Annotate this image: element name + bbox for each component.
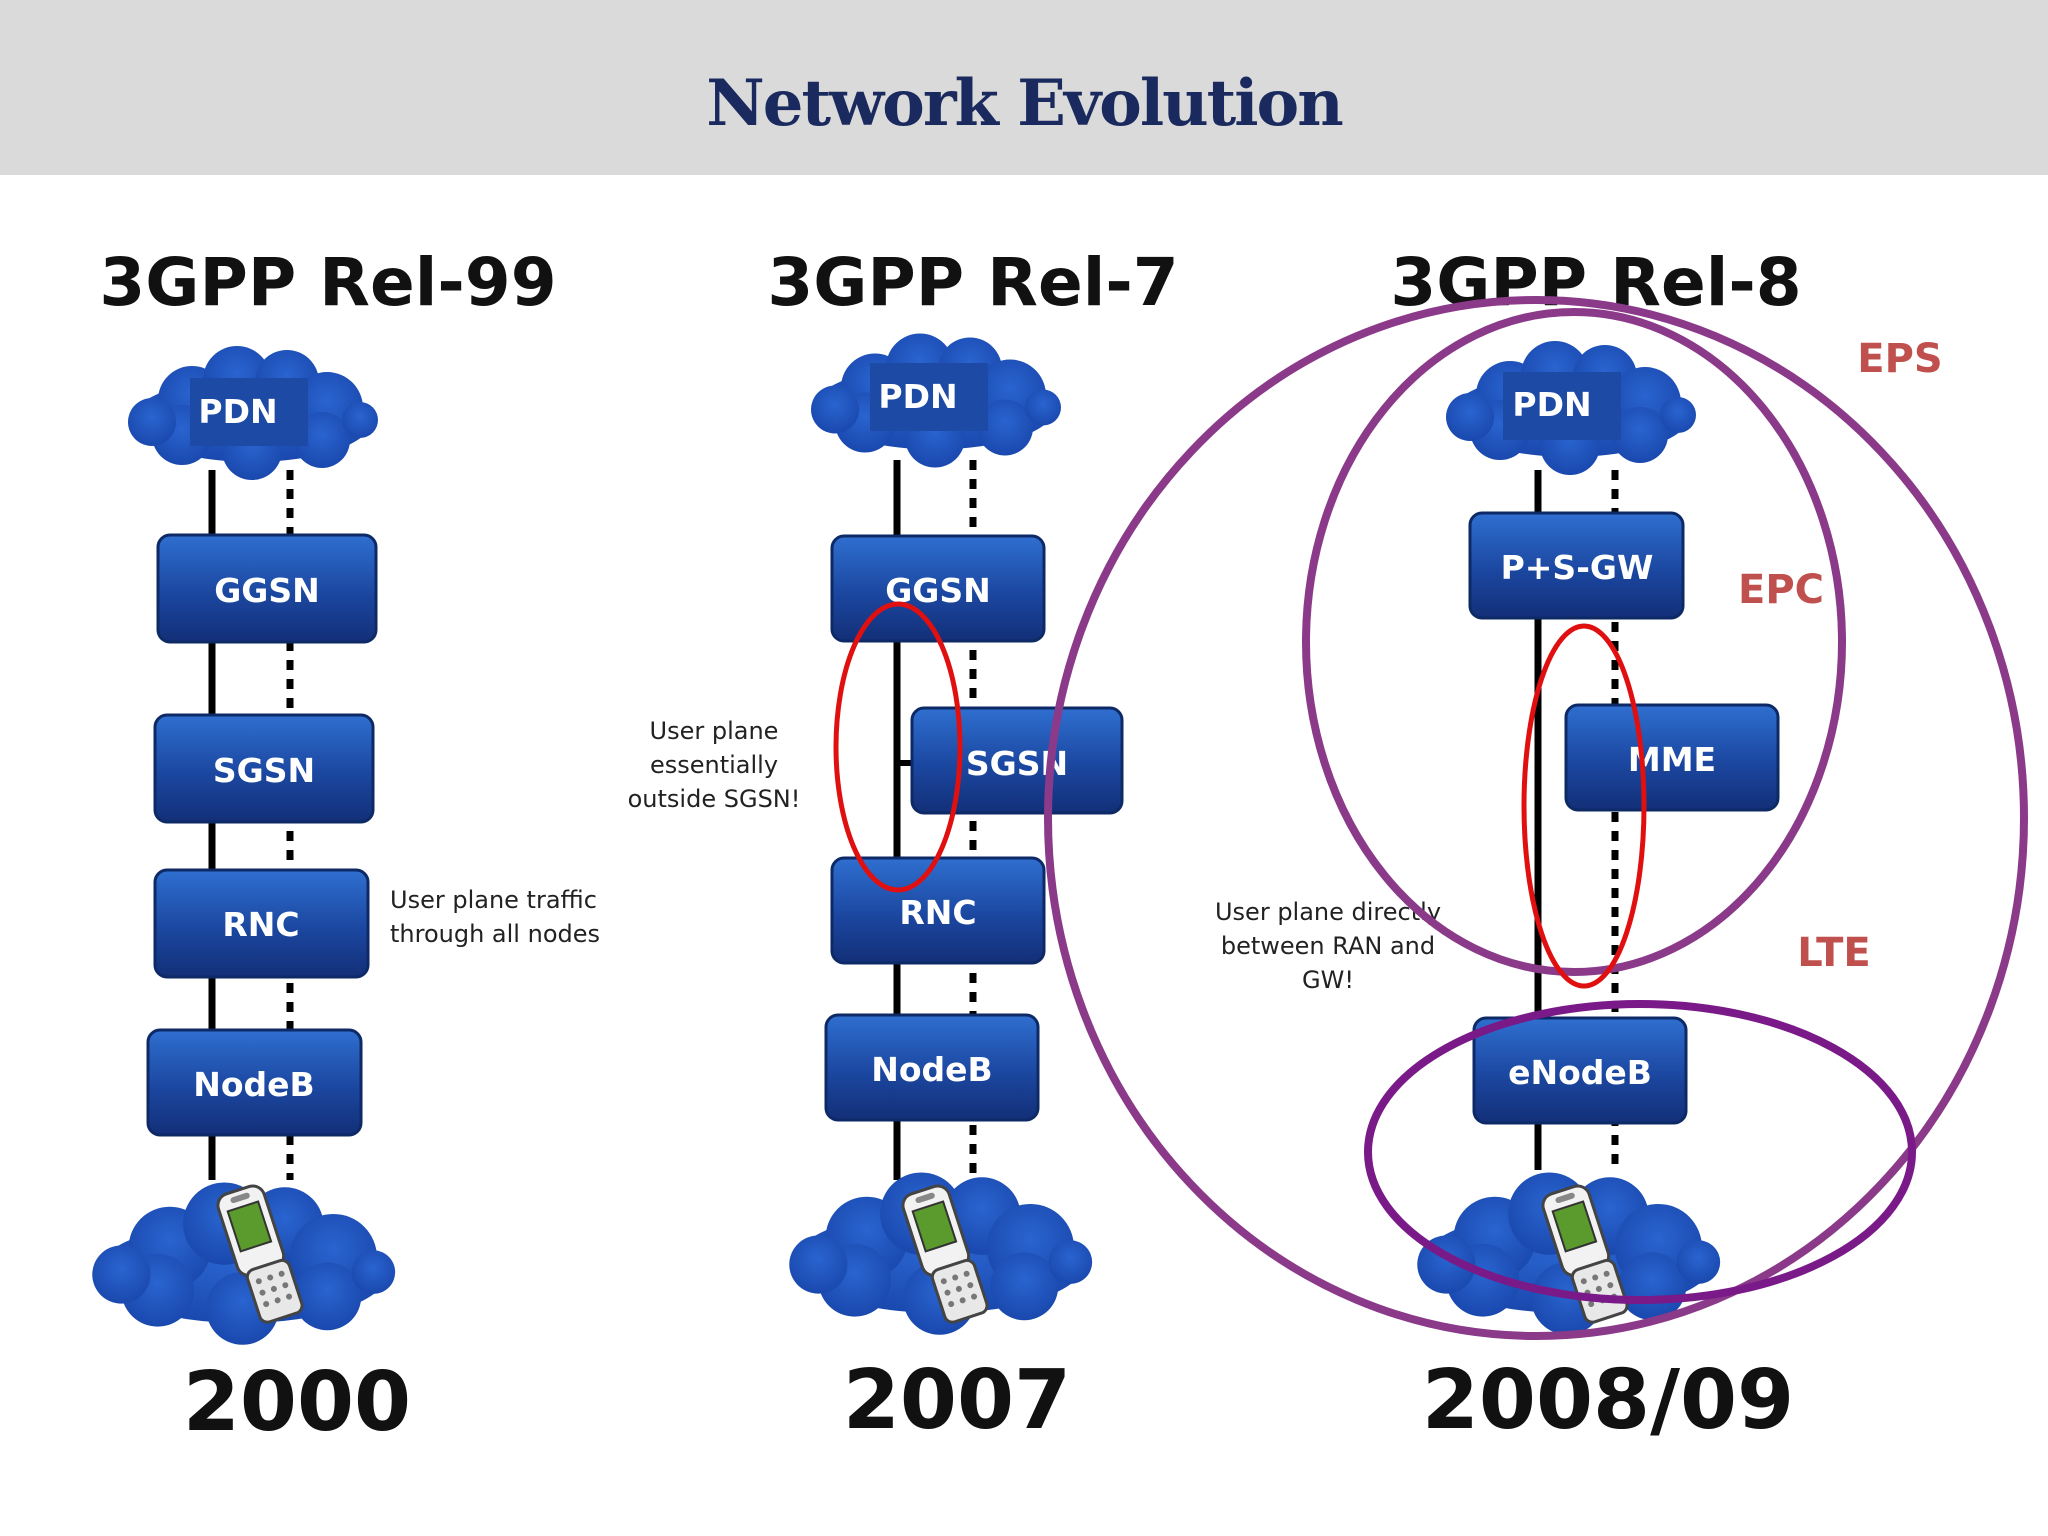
nodeb-node[interactable]: NodeB [146,1028,363,1137]
column-rel-99: 3GPP Rel-99 PDN GGSN SGSN RNC NodeB User… [92,244,600,1450]
annotation-note: User plane directly between RAN and GW! [1215,898,1441,994]
pdn-label: PDN [198,392,277,431]
year-label: 2000 [183,1355,411,1450]
rnc-node[interactable]: RNC [830,856,1046,965]
psgw-node[interactable]: P+S-GW [1468,511,1685,620]
note-line-3: outside SGSN! [628,785,801,813]
nodeb-label: NodeB [871,1050,992,1089]
annotation-note: User plane essentially outside SGSN! [628,717,801,813]
ggsn-node[interactable]: GGSN [156,533,378,644]
title-bar [0,0,2048,175]
note-line-1: User plane directly [1215,898,1441,926]
note-line-2: between RAN and [1221,932,1435,960]
user-plane-highlight [833,601,963,893]
sgsn-node[interactable]: SGSN [910,706,1124,815]
rnc-node[interactable]: RNC [153,868,370,979]
epc-scope-outline [1302,308,1846,976]
rnc-label: RNC [899,893,976,932]
year-label: 2007 [843,1353,1071,1448]
rnc-label: RNC [222,905,299,944]
sgsn-label: SGSN [213,751,315,790]
mme-node[interactable]: MME [1564,703,1780,812]
epc-label: EPC [1738,567,1824,613]
sgsn-node[interactable]: SGSN [153,713,375,824]
psgw-label: P+S-GW [1501,548,1654,587]
user-plane-highlight [1521,623,1647,989]
column-rel-8: 3GPP Rel-8 PDN P+S-GW MME eNodeB User pl… [1044,244,2028,1448]
note-line-1: User plane traffic [390,886,597,914]
note-line-2: through all nodes [390,920,600,948]
column-rel-7: 3GPP Rel-7 PDN GGSN SGSN RNC NodeB User … [628,244,1179,1448]
pdn-label: PDN [1512,385,1591,424]
release-label: 3GPP Rel-7 [767,244,1178,321]
enodeb-label: eNodeB [1508,1053,1652,1092]
eps-label: EPS [1857,336,1942,382]
note-line-3: GW! [1302,966,1354,994]
annotation-note: User plane traffic through all nodes [390,886,600,948]
nodeb-node[interactable]: NodeB [824,1013,1040,1122]
note-line-1: User plane [650,717,779,745]
lte-scope-outline [1364,1000,1916,1304]
release-label: 3GPP Rel-99 [99,244,556,321]
pdn-label: PDN [878,377,957,416]
note-line-2: essentially [650,751,778,779]
lte-label: LTE [1797,930,1870,976]
slide-title: Network Evolution [706,66,1343,141]
enodeb-node[interactable]: eNodeB [1472,1016,1688,1125]
nodeb-label: NodeB [193,1065,314,1104]
eps-scope-outline [1044,296,2028,1340]
year-label: 2008/09 [1422,1353,1794,1448]
ggsn-label: GGSN [214,571,320,610]
